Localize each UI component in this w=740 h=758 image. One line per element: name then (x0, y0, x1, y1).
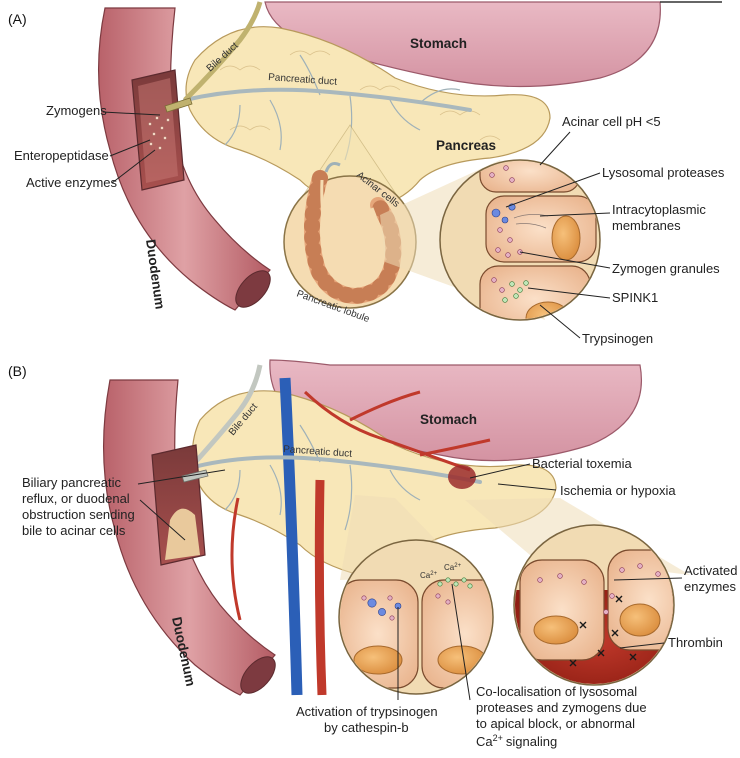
coloc-label-1: Co-localisation of lysosomal (476, 684, 637, 699)
spink1-label: SPINK1 (612, 290, 658, 305)
stomach-a-label: Stomach (410, 36, 467, 51)
panel-b-label: (B) (8, 363, 27, 379)
thrombin-label: Thrombin (668, 635, 723, 650)
enteropeptidase-label: Enteropeptidase (14, 148, 109, 163)
acinar-zoom-b1: Ca2+ Ca2+ (338, 540, 508, 694)
intracytoplasmic-label: Intracytoplasmic (612, 202, 706, 217)
activated-label-2: enzymes (684, 579, 737, 594)
activation-label-1: Activation of trypsinogen (296, 704, 438, 719)
reflux-label-1: Biliary pancreatic (22, 475, 121, 490)
coloc-label-2: proteases and zymogens due (476, 700, 647, 715)
ischemia-label: Ischemia or hypoxia (560, 483, 676, 498)
acinar-ph-label: Acinar cell pH <5 (562, 114, 661, 129)
reflux-label-4: bile to acinar cells (22, 523, 126, 538)
pancreas-a-label: Pancreas (436, 138, 496, 153)
activated-label-1: Activated (684, 563, 737, 578)
active-enzymes-label: Active enzymes (26, 175, 118, 190)
artery-b (319, 480, 322, 695)
bacterial-toxemia-label: Bacterial toxemia (532, 456, 632, 471)
trypsinogen-label: Trypsinogen (582, 331, 653, 346)
panel-a-label: (A) (8, 11, 27, 27)
acinar-zoom-b2 (512, 525, 690, 690)
coloc-label-3: to apical block, or abnormal (476, 716, 635, 731)
reflux-label-3: obstruction sending (22, 507, 135, 522)
lysosomal-proteases-label: Lysosomal proteases (602, 165, 725, 180)
activation-label-2: by cathespin-b (324, 720, 409, 735)
zymogens-label: Zymogens (46, 103, 107, 118)
membranes-label: membranes (612, 218, 681, 233)
necrosis-blotch (448, 465, 476, 489)
coloc-label-4: Ca2+signaling (476, 733, 557, 749)
reflux-label-2: reflux, or duodenal (22, 491, 130, 506)
panel-a: (A) Stomach Pancreatic duct (8, 2, 725, 346)
panel-b: (B) Stomach Pancreatic duct Bile duct (8, 360, 737, 749)
stomach-b-label: Stomach (420, 412, 477, 427)
zymogen-granules-label: Zymogen granules (612, 261, 720, 276)
